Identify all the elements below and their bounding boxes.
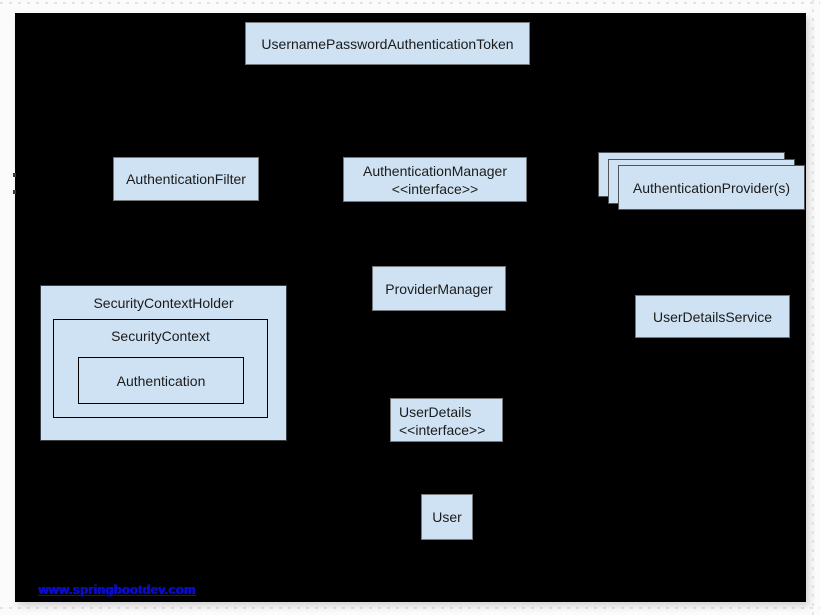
clipped-edge-artifact xyxy=(13,173,16,177)
node-user: User xyxy=(421,494,473,540)
clipped-edge-artifact xyxy=(13,190,16,194)
node-authentication-manager-stereotype: <<interface>> xyxy=(391,180,479,197)
footer-website-link[interactable]: www.springbootdev.com xyxy=(38,582,196,597)
node-username-password-authentication-token: UsernamePasswordAuthenticationToken xyxy=(245,22,530,65)
node-authentication-filter: AuthenticationFilter xyxy=(113,157,259,201)
page-texture-top xyxy=(0,2,820,4)
node-user-details-stereotype: <<interface>> xyxy=(399,422,486,438)
node-authentication: Authentication xyxy=(78,357,244,404)
node-authentication-manager: AuthenticationManager <<interface>> xyxy=(343,157,527,202)
node-user-details-service: UserDetailsService xyxy=(635,295,790,338)
node-user-details-name: UserDetails xyxy=(399,404,472,420)
node-provider-manager: ProviderManager xyxy=(372,266,506,311)
page-texture-right xyxy=(812,0,814,615)
node-security-context-holder-label: SecurityContextHolder xyxy=(93,295,234,311)
node-authentication-providers: AuthenticationProvider(s) xyxy=(618,165,805,210)
diagram-canvas: UsernamePasswordAuthenticationToken Auth… xyxy=(13,13,806,602)
node-security-context-holder: SecurityContextHolder SecurityContext Au… xyxy=(40,285,287,441)
node-authentication-manager-name: AuthenticationManager xyxy=(363,162,507,179)
page-texture-bottom xyxy=(0,607,820,609)
node-security-context-label: SecurityContext xyxy=(111,328,210,344)
node-user-details: UserDetails <<interface>> xyxy=(390,398,503,442)
node-authentication-label: Authentication xyxy=(116,372,206,389)
node-security-context: SecurityContext Authentication xyxy=(53,319,268,418)
